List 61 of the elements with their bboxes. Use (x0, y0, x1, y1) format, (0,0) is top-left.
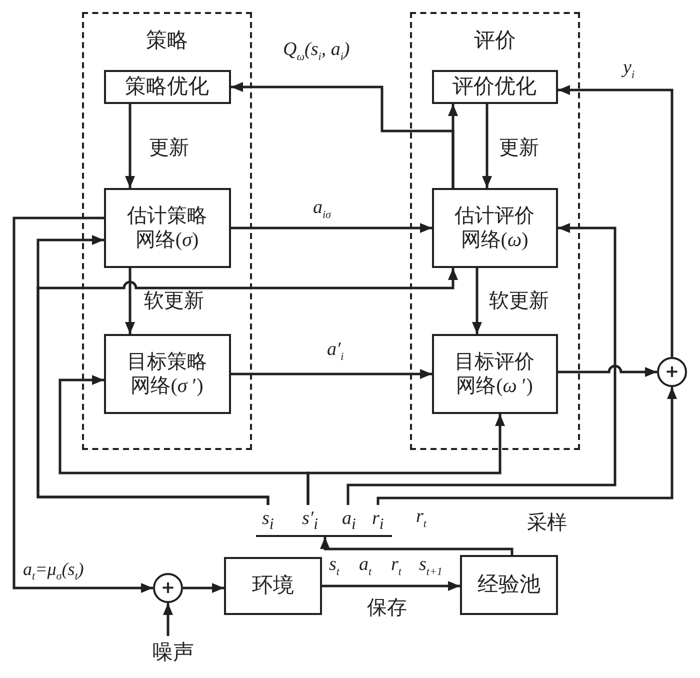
box-text: 评价优化 (452, 74, 536, 100)
process-box (224, 557, 322, 615)
arrow (125, 268, 135, 334)
arrow (306, 414, 505, 505)
process-box (104, 188, 230, 268)
arrow (183, 583, 224, 593)
arrow (346, 223, 616, 505)
arrow (558, 85, 674, 357)
arrow (376, 387, 677, 505)
sample-variable: s′$_{i}$ (302, 509, 318, 533)
process-box (104, 334, 230, 414)
arrow (472, 268, 482, 334)
arrow (482, 104, 492, 188)
edge-label: Q$_{ω}$(s$_{i}$, a$_{i}$) (282, 40, 351, 63)
edge-label: 保存 (366, 597, 408, 619)
variable-label: a$_{t}$ (358, 555, 373, 578)
dashed-group-frame (410, 12, 580, 450)
edge-label: a$_{t}$=μ$_{σ}$(s$_{t}$) (22, 560, 85, 583)
variable-label: s$_{t}$ (328, 555, 340, 578)
sample-variable: a$_{i}$ (342, 509, 356, 533)
box-text: 环境 (252, 573, 294, 599)
edge-label: 软更新 (488, 290, 550, 312)
variable-label: r$_{t}$ (390, 555, 402, 578)
arrow (558, 364, 657, 377)
box-text: 目标策略网络(σ ′) (126, 350, 208, 398)
plus-sign: + (160, 580, 176, 596)
variable-label: s$_{t+1}$ (418, 555, 444, 578)
edge-label: a′$_{i}$ (326, 340, 345, 363)
arrow (231, 369, 432, 379)
dashed-group-frame (82, 12, 252, 450)
arrow (320, 537, 514, 555)
arrow (231, 82, 454, 188)
box-text: 策略优化 (125, 74, 209, 100)
summing-junction (153, 573, 183, 603)
process-box (104, 70, 230, 104)
edge-label: 更新 (498, 137, 540, 159)
arrow (12, 216, 153, 593)
group-title: 策略 (145, 27, 189, 54)
process-box (432, 334, 558, 414)
box-text: 目标评价网络(ω ′) (454, 350, 536, 398)
edge-label: 更新 (148, 137, 190, 159)
input-label: 噪声 (152, 639, 194, 666)
box-text: 经验池 (478, 572, 540, 598)
variable-label: r$_{t}$ (415, 507, 428, 530)
box-text: 估计评价网络(ω) (454, 204, 536, 252)
arrow (322, 581, 460, 591)
arrow (125, 104, 135, 188)
group-title: 评价 (473, 27, 517, 54)
process-box (432, 70, 558, 104)
edge-label: 采样 (526, 512, 568, 534)
sample-variable: s$_{i}$ (262, 509, 274, 533)
arrow (163, 603, 173, 636)
plus-sign: + (664, 364, 680, 380)
summing-junction (657, 357, 687, 387)
arrow (36, 268, 458, 506)
sample-variable: r$_{i}$ (372, 509, 384, 533)
box-text: 估计策略网络(σ) (126, 204, 208, 252)
edge-label: 软更新 (143, 290, 205, 312)
process-box (460, 555, 558, 615)
process-box (432, 188, 558, 268)
arrow (231, 223, 432, 233)
